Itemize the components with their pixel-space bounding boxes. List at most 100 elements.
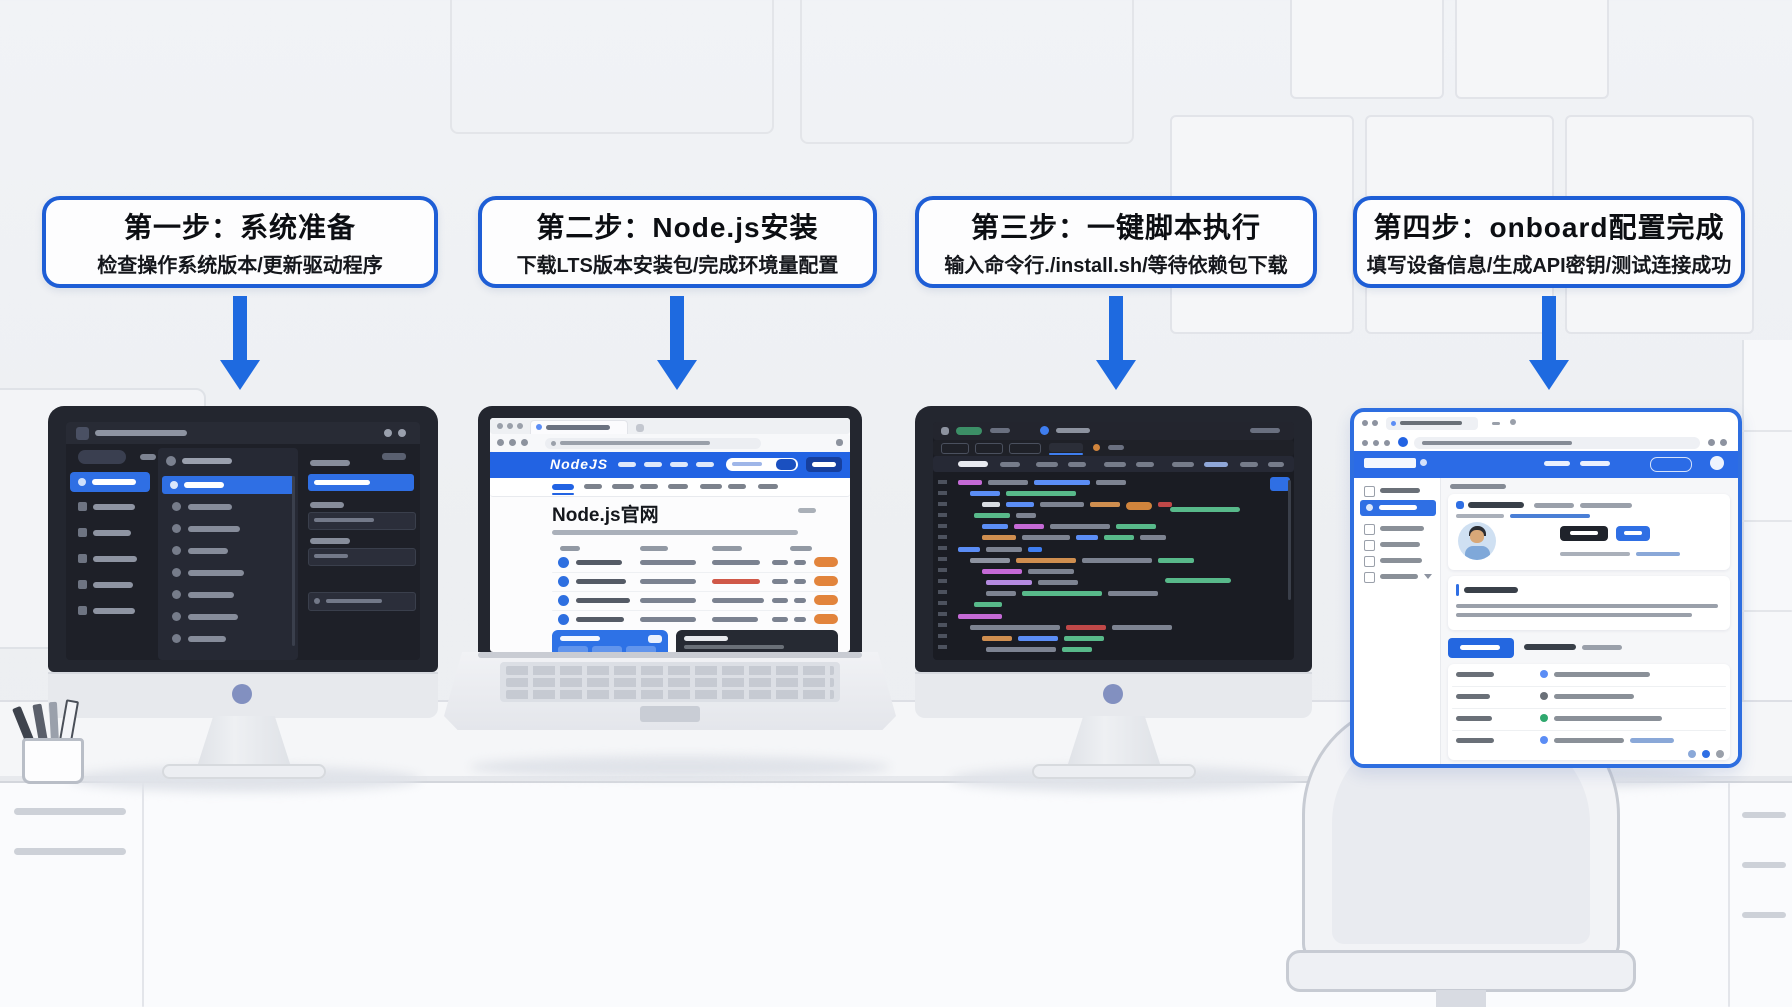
drawer-handle [1742,862,1786,868]
monitor-3-logo-dot [1103,684,1123,704]
avatar [1458,522,1496,560]
text-placeholder [712,546,742,551]
text-placeholder [974,602,1002,607]
forward-icon [1373,440,1379,446]
laptop-trackpad [640,706,700,722]
text-placeholder [1636,552,1680,556]
text-placeholder [584,484,602,489]
text-placeholder [1090,502,1120,507]
text-placeholder [986,580,1032,585]
text-placeholder [1456,613,1692,617]
text-placeholder [172,524,181,533]
down-arrow-3 [1096,296,1136,390]
text-placeholder [78,478,86,486]
text-placeholder [812,462,836,467]
sidebar-item-icon [78,606,87,615]
browser-menu-icon [517,423,523,429]
text-placeholder [182,458,232,464]
text-placeholder [93,504,135,510]
nav-tab-active [552,484,574,490]
tab-pill [975,443,1003,454]
text-placeholder [958,547,980,552]
text-placeholder [958,614,1002,619]
text-placeholder [314,554,348,558]
text-placeholder [1068,462,1086,467]
text-placeholder [986,591,1016,596]
sidebar-item-icon [78,580,87,589]
text-placeholder [552,493,574,495]
text-placeholder [1006,502,1034,507]
text-placeholder [184,482,224,488]
text-placeholder [1104,535,1134,540]
text-placeholder [188,548,228,554]
app-logo [1364,458,1416,468]
text-placeholder [1116,524,1156,529]
text-placeholder [640,617,696,622]
extensions-icon [836,439,843,446]
text-placeholder [970,625,1060,630]
text-placeholder [696,462,714,467]
forward-icon [509,439,516,446]
card-title-icon [1456,501,1464,509]
text-placeholder [1379,505,1417,510]
text-placeholder [1108,445,1124,450]
text-placeholder [172,612,181,621]
text-placeholder [188,504,232,510]
page-heading: Node.js官网 [552,505,659,526]
text-placeholder [382,453,406,460]
input-field [308,548,416,566]
text-placeholder [790,546,812,551]
tab-favicon [1391,421,1396,426]
footer-icon [1702,750,1710,758]
text-placeholder [618,462,636,467]
text-placeholder [958,614,1288,620]
text-placeholder [170,481,178,489]
text-placeholder [93,556,137,562]
pen-cup [22,738,84,784]
text-placeholder [1464,587,1518,593]
text-placeholder [644,462,662,467]
tab-favicon [536,424,542,430]
terminal-output-line [1170,507,1240,512]
text-placeholder [1040,502,1084,507]
text-placeholder [1158,502,1172,507]
text-placeholder [1250,428,1280,433]
browser-icon [1362,420,1368,426]
text-placeholder [310,460,350,466]
text-placeholder [93,582,133,588]
drawer-handle [14,808,126,815]
text-placeholder [640,579,696,584]
wall-cabinet [1290,0,1444,99]
text-placeholder [1082,558,1152,563]
text-placeholder [958,480,982,485]
text-placeholder [1554,672,1650,677]
text-placeholder [657,360,697,390]
text-placeholder [1016,558,1076,563]
text-placeholder [93,530,131,536]
text-placeholder [310,538,350,544]
field-icon [1540,692,1548,700]
text-placeholder [1126,502,1152,510]
text-placeholder [794,579,806,584]
laptop-browser: NodeJS Node.js官网 [490,418,850,652]
text-placeholder [1554,694,1634,699]
text-placeholder [933,422,1294,440]
shelf-line [1742,610,1792,612]
app-icon [76,427,89,440]
text-placeholder [558,646,588,652]
sidebar-item-icon [1364,524,1375,535]
browser-menu-icon [497,423,503,429]
text-placeholder [1380,574,1418,579]
text-placeholder [310,502,344,508]
text-placeholder [794,560,806,565]
shelf-line [1742,520,1792,522]
step-3-subtitle: 输入命令行./install.sh/等待依赖包下载 [944,255,1288,277]
drawer-handle [14,848,126,855]
sidebar-item-icon [1364,486,1375,497]
text-placeholder [1580,503,1632,508]
text-placeholder [772,560,788,565]
text-placeholder [1172,462,1194,467]
text-placeholder [326,599,382,603]
text-placeholder [1529,360,1569,390]
text-placeholder [712,598,764,603]
